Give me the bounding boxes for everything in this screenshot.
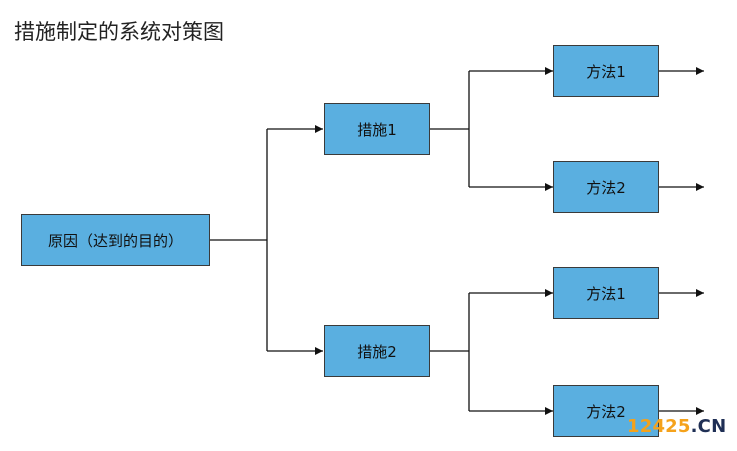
method-2-2-box: 方法2 bbox=[553, 385, 659, 437]
site-watermark: 12425.CN bbox=[627, 418, 726, 436]
diagram-title: 措施制定的系统对策图 bbox=[14, 20, 224, 44]
watermark-domain: .CN bbox=[690, 416, 727, 437]
method-1-1-box: 方法1 bbox=[553, 45, 659, 97]
method-2-1-box: 方法1 bbox=[553, 267, 659, 319]
watermark-number: 12425 bbox=[627, 416, 691, 437]
measure-2-box: 措施2 bbox=[324, 325, 430, 377]
measure-1-box: 措施1 bbox=[324, 103, 430, 155]
method-1-2-box: 方法2 bbox=[553, 161, 659, 213]
root-cause-box: 原因（达到的目的） bbox=[21, 214, 210, 266]
